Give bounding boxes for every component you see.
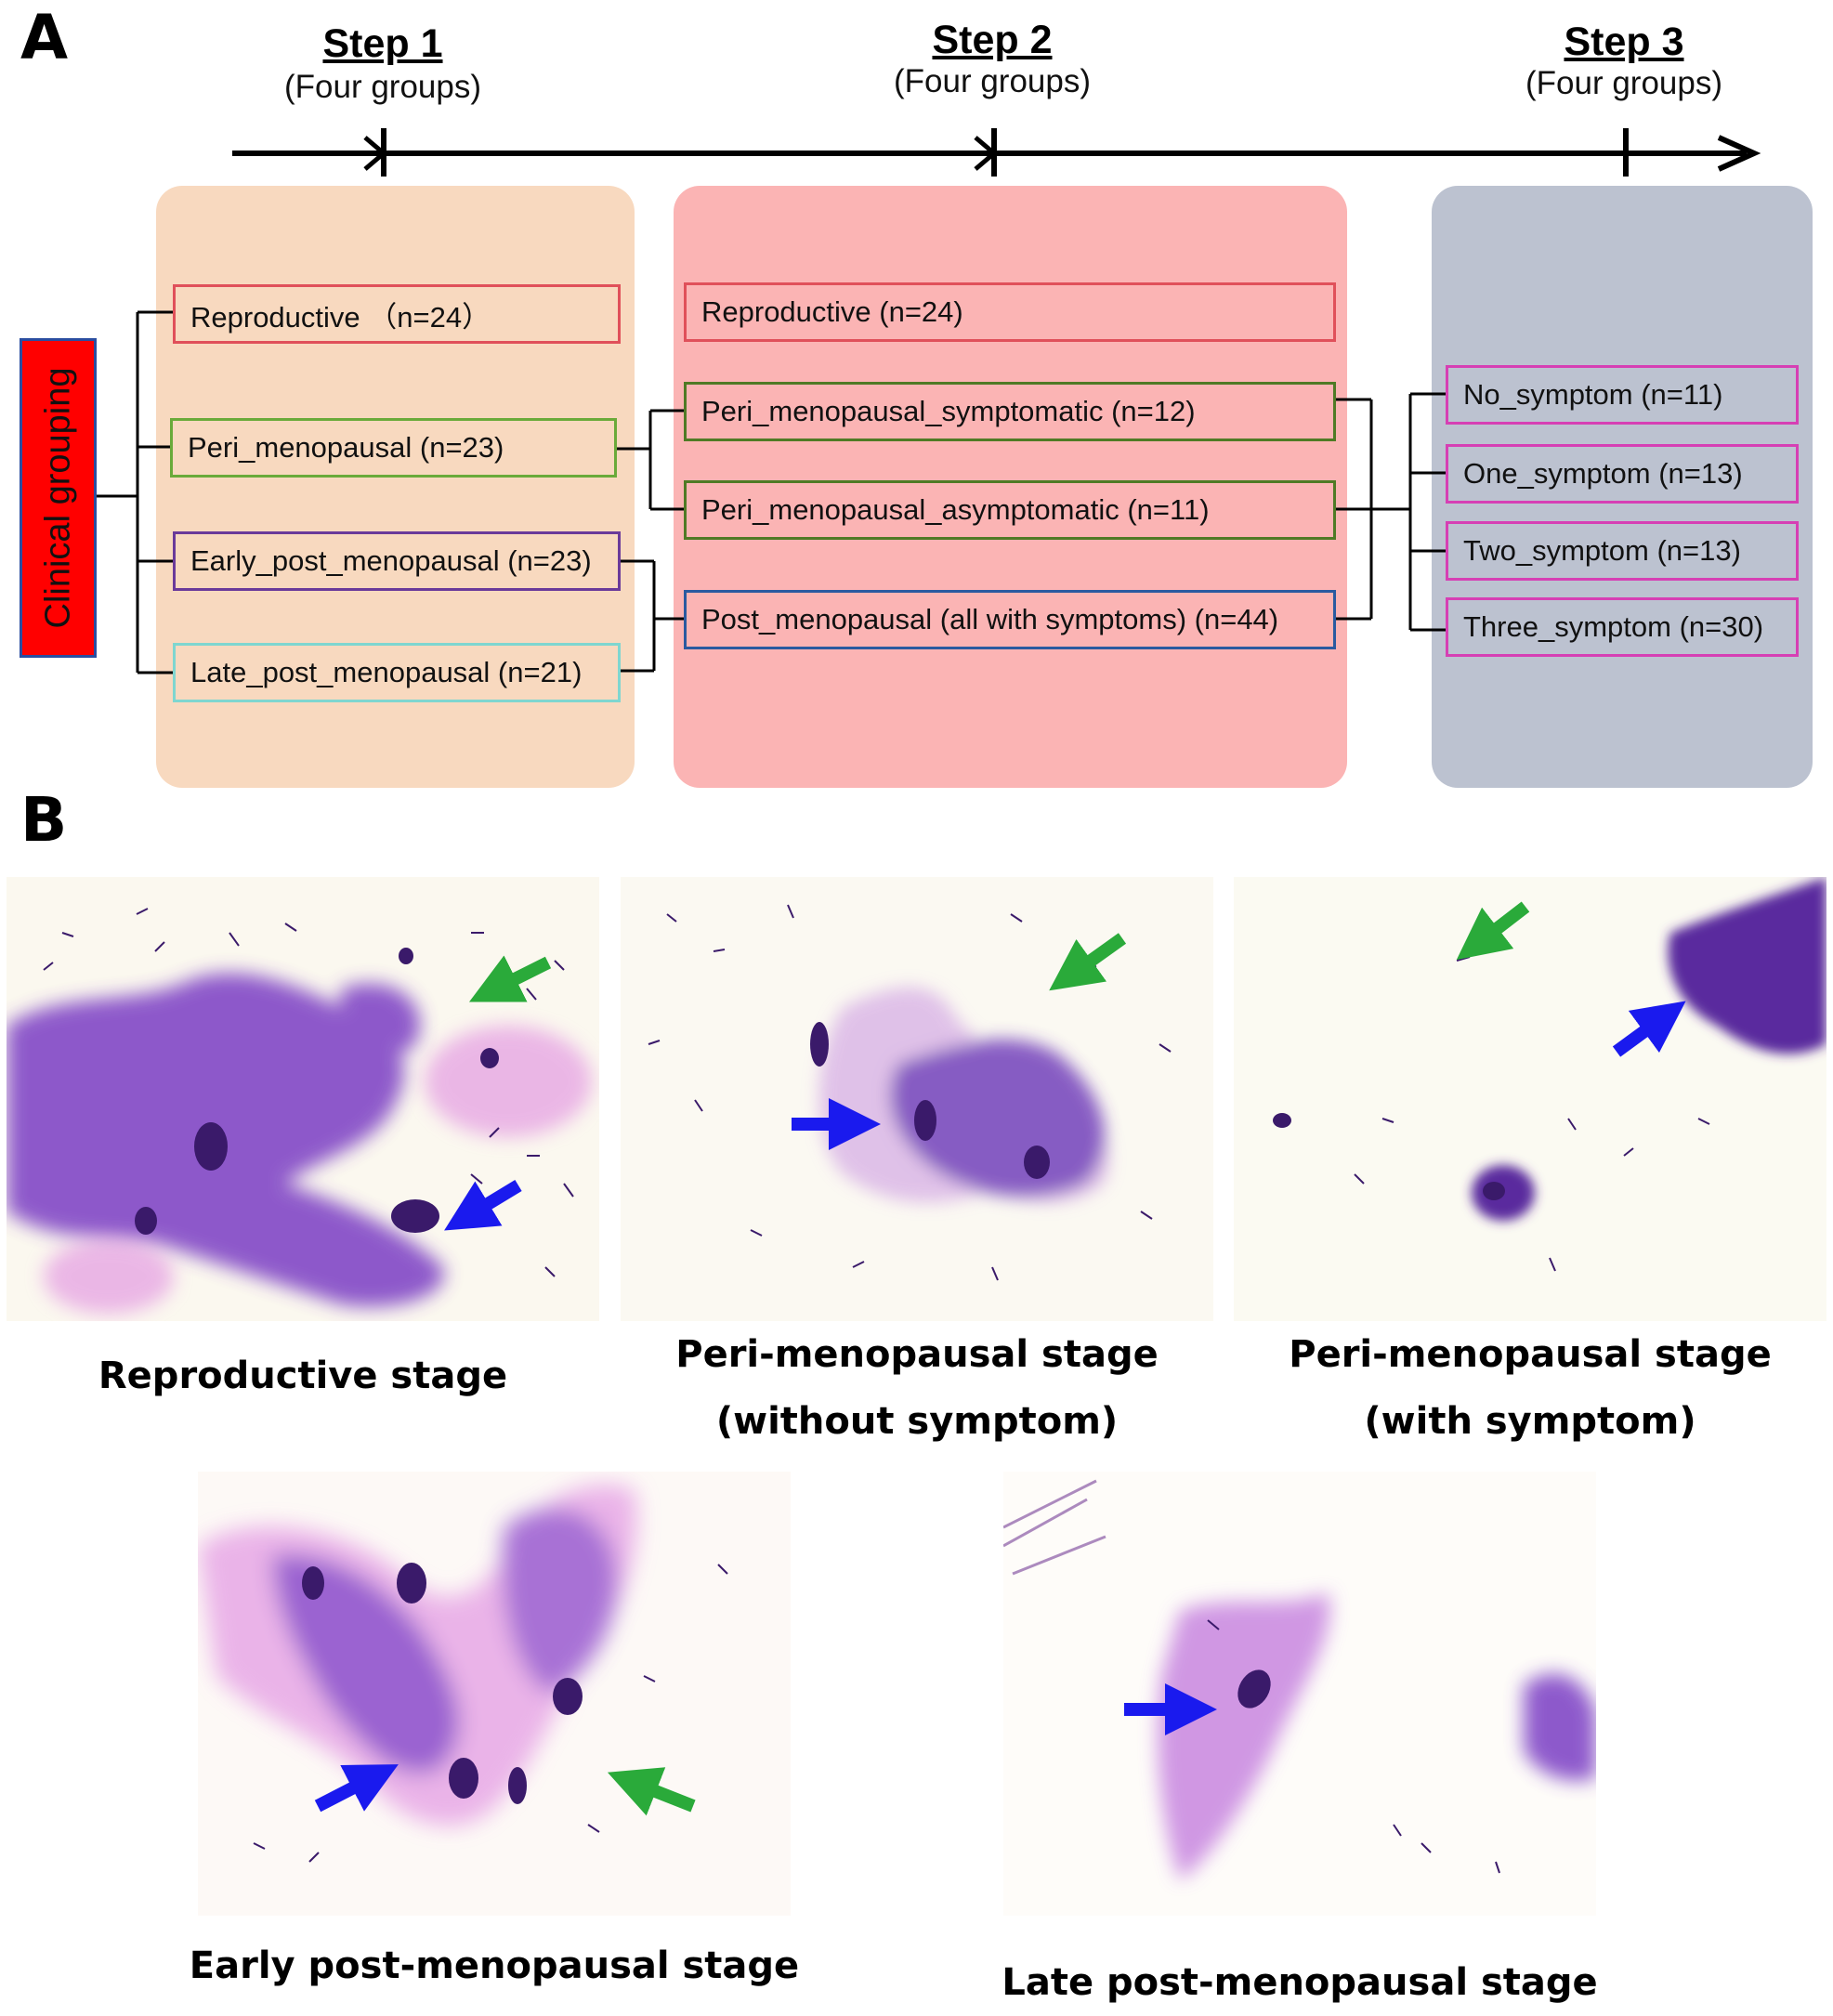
step-2-subtitle: (Four groups) bbox=[893, 63, 1092, 99]
caption-reproductive-stage: Reproductive stage bbox=[98, 1355, 508, 1397]
caption-peri-without-line2: (without symptom) bbox=[715, 1400, 1119, 1443]
micrograph-late-post-menopausal bbox=[1003, 1472, 1596, 1916]
group-one-symptom: One_symptom (n=13) bbox=[1446, 444, 1799, 504]
micrograph-early-post-menopausal bbox=[198, 1472, 791, 1916]
step-1-subtitle: (Four groups) bbox=[283, 69, 482, 105]
step-3-panel bbox=[1432, 186, 1813, 788]
group-late-post-menopausal: Late_post_menopausal (n=21) bbox=[173, 643, 621, 702]
step-3-subtitle: (Four groups) bbox=[1525, 65, 1723, 101]
step-2-panel bbox=[674, 186, 1347, 788]
group-peri-symptomatic: Peri_menopausal_symptomatic (n=12) bbox=[684, 382, 1336, 441]
caption-peri-without-line1: Peri-menopausal stage bbox=[675, 1333, 1159, 1376]
clinical-grouping-root: Clinical grouping bbox=[20, 338, 97, 658]
group-peri-menopausal-step1: Peri_menopausal (n=23) bbox=[170, 418, 617, 478]
tree-connectors bbox=[97, 310, 1446, 674]
bacteria-rods bbox=[43, 908, 574, 1277]
caption-early-post-menopausal: Early post-menopausal stage bbox=[189, 1944, 800, 1987]
group-post-menopausal: Post_menopausal (all with symptoms) (n=4… bbox=[684, 590, 1336, 649]
step-2-title: Step 2 bbox=[932, 18, 1053, 62]
panel-a-label: A bbox=[20, 2, 69, 73]
caption-peri-with-line2: (with symptom) bbox=[1364, 1400, 1696, 1443]
timeline-arrow bbox=[232, 128, 1761, 177]
panel-b-label: B bbox=[20, 784, 68, 856]
group-no-symptom: No_symptom (n=11) bbox=[1446, 365, 1799, 425]
caption-peri-with-line1: Peri-menopausal stage bbox=[1289, 1333, 1772, 1376]
group-early-post-menopausal: Early_post_menopausal (n=23) bbox=[173, 531, 621, 591]
group-reproductive-step1: Reproductive （n=24） bbox=[173, 284, 621, 344]
micrograph-peri-with-symptom bbox=[1234, 877, 1826, 1321]
caption-late-post-menopausal: Late post-menopausal stage bbox=[1002, 1961, 1598, 2004]
step-1-title: Step 1 bbox=[322, 21, 443, 66]
group-reproductive-step2: Reproductive (n=24) bbox=[684, 282, 1336, 342]
group-three-symptom: Three_symptom (n=30) bbox=[1446, 597, 1799, 657]
group-peri-asymptomatic: Peri_menopausal_asymptomatic (n=11) bbox=[684, 480, 1336, 540]
micrograph-reproductive bbox=[7, 877, 599, 1321]
group-two-symptom: Two_symptom (n=13) bbox=[1446, 521, 1799, 581]
step-3-title: Step 3 bbox=[1564, 20, 1684, 64]
